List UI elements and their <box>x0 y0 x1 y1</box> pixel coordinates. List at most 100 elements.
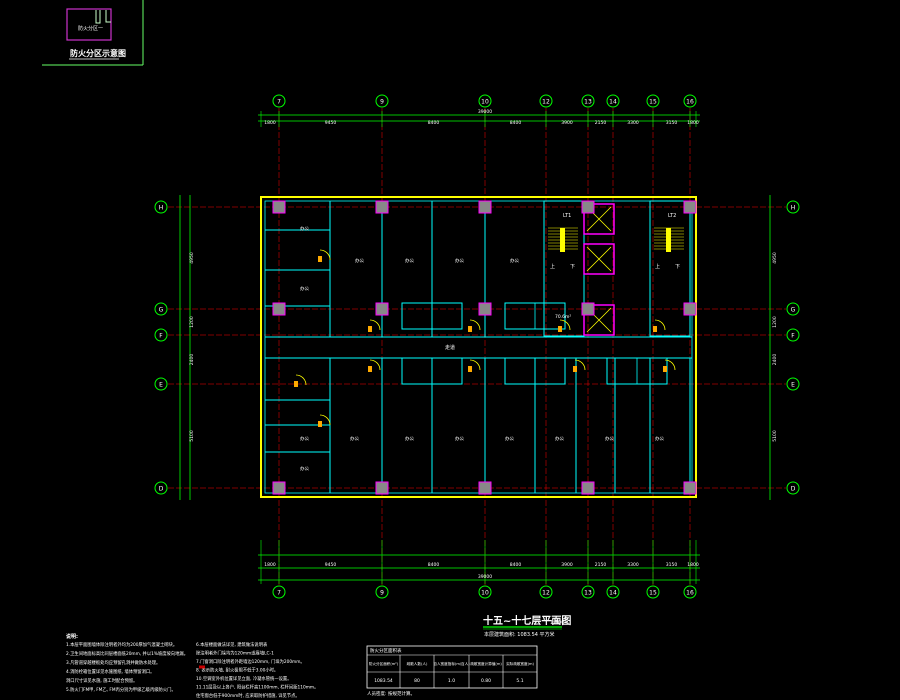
door-tag <box>318 256 322 262</box>
interior-wall-line <box>264 200 693 494</box>
structural-column <box>375 481 389 495</box>
structural-column <box>478 200 492 214</box>
drawing-scale: 1:100 <box>550 620 564 626</box>
door-swing <box>574 359 586 371</box>
grid-bubble <box>478 585 492 599</box>
table-cell: 80 <box>414 678 420 684</box>
note-line: 7.门窗洞口除注明者外距墙边120mm, 门垛为200mm。 <box>196 658 305 665</box>
dimension-text: 9450 <box>325 562 337 568</box>
note-line: 3.凡管道穿越楼板处均应预留孔洞并做防水处理。 <box>66 659 160 666</box>
table-border <box>366 645 538 689</box>
structural-column <box>375 302 389 316</box>
grid-column-label: 9 <box>380 590 384 597</box>
corridor-label: 走道 <box>445 344 455 351</box>
door-tag <box>318 421 322 427</box>
grid-bubble <box>606 94 620 108</box>
grid-bubble <box>272 94 286 108</box>
stair-core <box>649 200 691 337</box>
structural-column <box>272 200 286 214</box>
firewall-legend-swatch <box>199 665 205 669</box>
dimension-text: 3900 <box>561 120 573 126</box>
dimension-text: 8400 <box>510 120 522 126</box>
room-label: 办公 <box>505 435 514 442</box>
dimension-text: 1800 <box>687 120 699 126</box>
dimension-text: 5100 <box>772 430 778 442</box>
structural-column <box>581 481 595 495</box>
elevator-shaft <box>583 203 615 235</box>
grid-column-label: 10 <box>481 590 489 597</box>
grid-bubble <box>786 302 800 316</box>
room-label: 办公 <box>300 225 309 232</box>
floor-area-text: 本层建筑面积: 1083.54 平方米 <box>484 631 555 638</box>
structural-column <box>683 200 697 214</box>
room-label: 办公 <box>655 435 664 442</box>
structural-column <box>272 302 286 316</box>
dimension-text: 1800 <box>264 562 276 568</box>
structural-column <box>272 481 286 495</box>
grid-bubble <box>272 585 286 599</box>
legend-zone-label: 防火分区一 <box>78 25 103 32</box>
note-line: 11.11层及以上各户, 阳台栏杆高1100mm, 栏杆间距110mm。 <box>196 684 318 691</box>
grid-bubble <box>154 200 168 214</box>
table-cell: 5.1 <box>516 678 523 684</box>
grid-column-label: 7 <box>277 590 281 597</box>
door-swing <box>469 359 481 371</box>
grid-bubble <box>646 585 660 599</box>
dimension-text: 9450 <box>325 120 337 126</box>
note-line: 10.空调室外机位置详见立面, 冷凝水管统一设置。 <box>196 675 292 682</box>
grid-column-label: 14 <box>609 99 617 106</box>
table-cell: 1083.54 <box>374 678 393 684</box>
grid-column-label: 12 <box>542 99 550 106</box>
dimension-text: 1200 <box>772 316 778 328</box>
grid-row-label: D <box>159 486 164 493</box>
grid-bubble <box>606 585 620 599</box>
grid-column-label: 16 <box>686 590 694 597</box>
stair-label: LT1 <box>563 213 571 219</box>
grid-column-label: 16 <box>686 99 694 106</box>
design-notes: 说明: 1.本层平面图墙体除注明者外均为200厚加气混凝土砌块。2.卫生间地面标… <box>66 633 318 699</box>
grid-bubble <box>154 302 168 316</box>
grid-row-label: F <box>791 333 795 340</box>
room-label: 办公 <box>405 435 414 442</box>
structural-column <box>478 302 492 316</box>
grid-bubble <box>786 328 800 342</box>
grid-bubble <box>581 94 595 108</box>
room-label: 办公 <box>405 257 414 264</box>
note-line: 2.卫生间地面标高比同层楼面低20mm, 并以1%坡度坡向地漏。 <box>66 650 188 657</box>
note-line: 8. 表示防火墙, 耐火极限不低于3.00小时。 <box>196 667 278 674</box>
table-caption: 防火分区面积表 <box>370 647 402 654</box>
door-swing <box>654 319 666 331</box>
grid-row-label: D <box>791 486 796 493</box>
grid-column-label: 9 <box>380 99 384 106</box>
stair-handrail <box>560 228 565 252</box>
door-swing <box>664 359 676 371</box>
drawing-title: 十五~十七层平面图 <box>483 614 571 627</box>
grid-row-label: G <box>159 307 164 314</box>
grid-bubble <box>786 200 800 214</box>
legend-zone-outline <box>66 8 112 41</box>
room-label: 办公 <box>355 257 364 264</box>
legend-plan-shape <box>95 10 111 24</box>
note-line: 洞口尺寸详见水施, 施工时配合预留。 <box>66 677 137 684</box>
elevator-shaft <box>583 304 615 336</box>
grid-bubble <box>154 328 168 342</box>
door-tag <box>368 326 372 332</box>
dimension-text: 1200 <box>189 316 195 328</box>
structural-column <box>683 302 697 316</box>
door-tag <box>558 326 562 332</box>
room-label: 办公 <box>555 435 564 442</box>
note-line: 住宅窗台低于900mm时, 应采取防护措施, 详见节点。 <box>196 692 300 699</box>
grid-bubble <box>683 94 697 108</box>
table-header: 百人宽度指标(m/百人) <box>433 661 470 666</box>
stair-handrail <box>666 228 671 252</box>
grid-bubble <box>375 585 389 599</box>
grid-bubble <box>154 481 168 495</box>
structural-column <box>478 481 492 495</box>
grid-bubble <box>646 94 660 108</box>
grid-column-label: 15 <box>649 590 657 597</box>
grid-column-label: 13 <box>584 590 592 597</box>
notes-heading: 说明: <box>66 633 78 640</box>
dimension-text: 3150 <box>666 562 678 568</box>
note-line: 4.消防栓箱位置详见水施图纸, 墙体预留洞口。 <box>66 668 154 675</box>
grid-column-label: 10 <box>481 99 489 106</box>
